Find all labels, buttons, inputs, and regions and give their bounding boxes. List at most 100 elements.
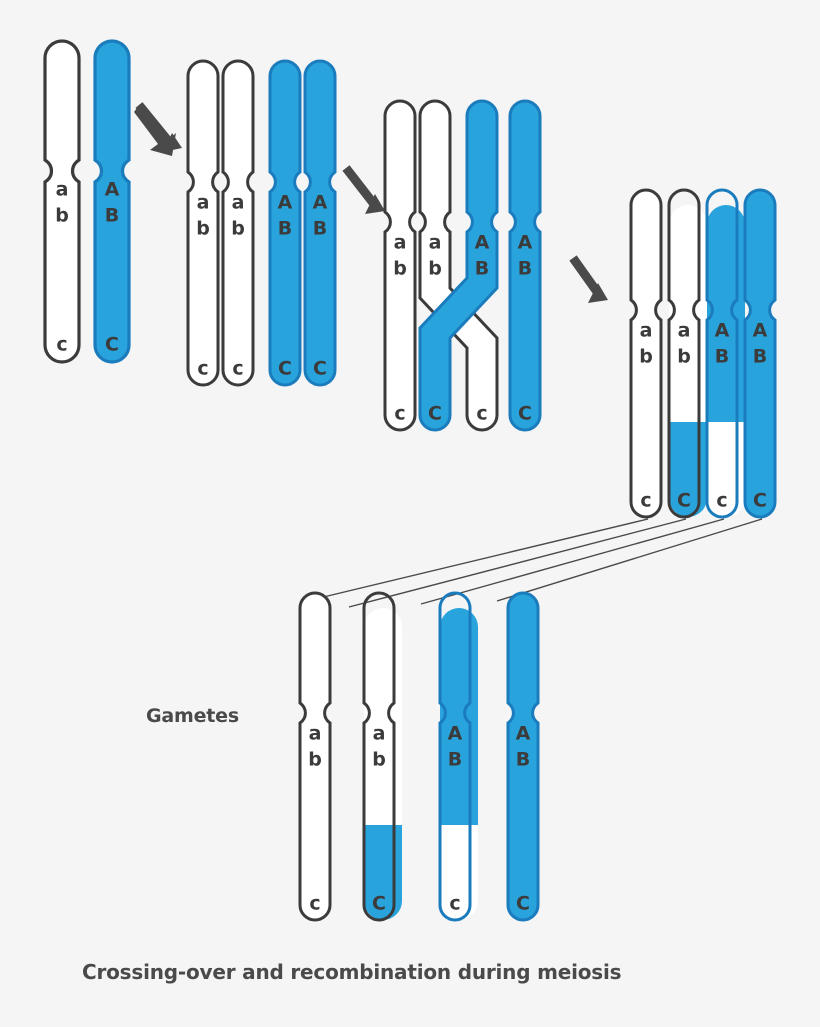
chromatid-g-c2-recombinant[interactable]: a b C xyxy=(360,591,406,935)
chromatid-s2-c4[interactable]: A B C xyxy=(303,59,337,387)
chromatid-s4-c1[interactable]: a b c xyxy=(629,188,663,519)
arrow-stage3-to-stage4 xyxy=(569,255,608,303)
allele-label: B xyxy=(516,749,530,771)
connector-line xyxy=(348,518,687,608)
stage-crossing-over-chiasma: a b c a b c A B C A B xyxy=(383,99,542,432)
segment-lower-blue xyxy=(669,422,707,517)
chromatid-g-c1[interactable]: a b c xyxy=(298,591,332,922)
chromatid-outline xyxy=(667,188,701,519)
allele-label: a xyxy=(373,723,386,745)
connector-line xyxy=(420,518,725,605)
chromatid-body xyxy=(508,99,542,432)
chromatid-body xyxy=(298,591,332,922)
chromatid-s3-c2-crossing-strand[interactable]: a b c xyxy=(418,99,499,432)
allele-label: a xyxy=(56,179,69,201)
connector-line xyxy=(496,518,763,602)
allele-label: B xyxy=(313,218,327,240)
allele-label: b xyxy=(308,749,322,771)
allele-label: A xyxy=(448,723,463,745)
gametes-label: Gametes xyxy=(146,705,239,727)
allele-label: A xyxy=(518,232,533,254)
figure-title: Crossing-over and recombination during m… xyxy=(82,960,622,984)
segment-upper-white xyxy=(669,205,707,422)
chromatid-body xyxy=(186,59,220,387)
allele-label: C xyxy=(518,403,532,425)
segment-lower-blue xyxy=(364,825,402,920)
allele-label: b xyxy=(196,218,210,240)
chromatid-g-c4[interactable]: A B C xyxy=(506,591,540,922)
chromatid-s3-c4[interactable]: A B C xyxy=(508,99,542,432)
chromatid-s1-c2[interactable]: A B C xyxy=(93,39,131,364)
chromatid-body xyxy=(743,188,777,519)
allele-label: c xyxy=(309,893,320,915)
allele-label: a xyxy=(640,320,653,342)
allele-label: c xyxy=(476,403,487,425)
chromatid-body xyxy=(506,591,540,922)
allele-label: B xyxy=(278,218,292,240)
allele-label: b xyxy=(55,205,69,227)
stage-recombinant-chromatids: a b c a b C xyxy=(629,188,777,532)
chromatid-outline xyxy=(362,591,396,922)
allele-label: b xyxy=(393,258,407,280)
stage-replicated-sister-chromatids: a b c a b c A B C A B C xyxy=(186,59,337,387)
chromatid-s2-c2[interactable]: a b c xyxy=(221,59,255,387)
allele-label: C xyxy=(516,893,530,915)
allele-label: a xyxy=(309,723,322,745)
chromatid-body xyxy=(303,59,337,387)
allele-label: C xyxy=(428,403,442,425)
allele-label: B xyxy=(105,205,119,227)
chromatid-s2-c3[interactable]: A B C xyxy=(268,59,302,387)
chromatid-body xyxy=(629,188,663,519)
allele-label: c xyxy=(640,490,651,512)
chromatid-s4-c3-recombinant[interactable]: A B c xyxy=(703,188,749,532)
allele-label: a xyxy=(394,232,407,254)
chromatid-s2-c1[interactable]: a b c xyxy=(186,59,220,387)
arrow-stage2-to-stage3 xyxy=(342,165,385,214)
allele-label: B xyxy=(753,346,767,368)
chromatid-body xyxy=(418,99,499,432)
chromatid-s1-c1[interactable]: a b c xyxy=(43,39,81,364)
chromatid-body xyxy=(418,99,499,432)
allele-label: b xyxy=(428,258,442,280)
allele-label: B xyxy=(518,258,532,280)
allele-label: b xyxy=(372,749,386,771)
allele-label: C xyxy=(753,490,767,512)
allele-label: b xyxy=(231,218,245,240)
connector-line xyxy=(310,518,649,601)
allele-label: a xyxy=(678,320,691,342)
allele-label: b xyxy=(677,346,691,368)
allele-label: A xyxy=(753,320,768,342)
allele-label: C xyxy=(105,334,119,356)
allele-label: A xyxy=(313,192,328,214)
chromatid-outline xyxy=(705,188,739,519)
allele-label: C xyxy=(372,893,386,915)
chromatid-s4-c4[interactable]: A B C xyxy=(743,188,777,519)
chromatid-body xyxy=(43,39,81,364)
segment-lower-white xyxy=(707,422,745,517)
segment-upper-white xyxy=(364,608,402,825)
allele-label: A xyxy=(105,179,120,201)
allele-label: c xyxy=(197,358,208,380)
chromatid-body xyxy=(268,59,302,387)
allele-label: c xyxy=(56,334,67,356)
chromatid-body xyxy=(93,39,131,364)
segment-upper-blue xyxy=(707,205,745,422)
chromatid-s3-c3-crossing-strand[interactable]: A B C xyxy=(418,99,499,432)
chromatid-s4-c2-recombinant[interactable]: a b C xyxy=(665,188,711,532)
allele-label: B xyxy=(475,258,489,280)
chromatid-s3-c1[interactable]: a b c xyxy=(383,99,417,432)
stage-homologous-pair: a b c A B C xyxy=(43,39,131,364)
chromatid-g-c3-recombinant[interactable]: A B c xyxy=(436,591,482,935)
allele-label: B xyxy=(715,346,729,368)
chromatid-outline xyxy=(438,591,472,922)
segment-upper-blue xyxy=(440,608,478,825)
allele-label: a xyxy=(232,192,245,214)
allele-label: A xyxy=(715,320,730,342)
allele-label: A xyxy=(475,232,490,254)
allele-label: a xyxy=(197,192,210,214)
chromatid-body xyxy=(383,99,417,432)
allele-label: a xyxy=(429,232,442,254)
allele-label: C xyxy=(313,358,327,380)
allele-label: C xyxy=(677,490,691,512)
